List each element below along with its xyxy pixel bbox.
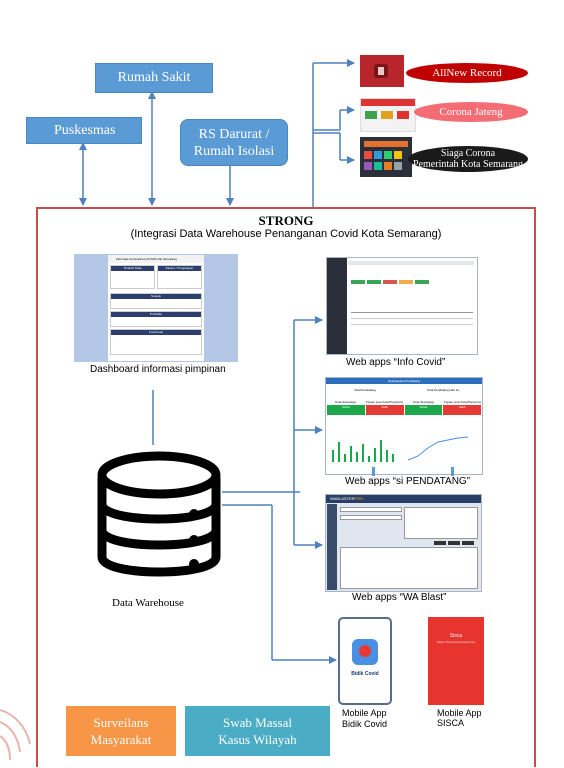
dashboard-stat-header-2: Pasien / Penginapan [158, 266, 201, 271]
corner-emblem-icon [0, 709, 31, 761]
dashboard-probable-header: Probable [111, 312, 201, 317]
pendatang-luar-2: Tujuan Luar Kota/Transit Ke [443, 400, 482, 404]
wa-blast-pro: PRO [354, 496, 364, 501]
si-pendatang-caption: Web apps “si PENDATANG” [345, 476, 471, 487]
swab-line1: Swab Massal [223, 715, 292, 730]
dashboard-header: Informasi Coronavirus (COVID-19) Semaran… [108, 255, 204, 263]
pendatang-total: Total Pendatang [354, 388, 376, 392]
pendatang-kota: Kota Semarang [335, 400, 356, 404]
wa-blast-logo: WABLASTER [330, 496, 355, 501]
rumah-sakit-box: Rumah Sakit [95, 63, 213, 93]
pendatang-total-today: Total Pendatang Hari Ini [426, 388, 460, 392]
pendatang-bar-1 [372, 467, 375, 476]
swab-massal-box: Swab Massal Kasus Wilayah [185, 706, 330, 756]
siaga-thumbnail [360, 137, 412, 177]
strong-frame [36, 207, 536, 767]
surveilans-box: Surveilans Masyarakat [66, 706, 176, 756]
puskesmas-box: Puskesmas [26, 117, 142, 144]
bidik-covid-caption: Mobile App Bidik Covid [342, 708, 387, 730]
allnew-thumbnail [360, 55, 404, 87]
dashboard-suspek-header: Suspek [111, 294, 201, 299]
allnew-record-label: AllNew Record [432, 67, 502, 79]
wa-blast-caption: Web apps “WA Blast” [352, 592, 447, 603]
corona-jateng-thumbnail [360, 98, 416, 132]
sisca-caption-line1: Mobile App [437, 708, 482, 718]
siaga-corona-pill: Siaga Corona Pemerintah Kota Semarang [408, 146, 528, 172]
strong-subtitle: (Integrasi Data Warehouse Penanganan Cov… [130, 228, 442, 240]
surveilans-line1: Surveilans [93, 715, 149, 730]
info-covid-screenshot [326, 257, 478, 355]
data-warehouse-caption: Data Warehouse [112, 597, 184, 609]
strong-title: STRONG [258, 213, 314, 228]
pendatang-sehat-1: Sehat [327, 405, 365, 415]
corona-jateng-pill: Corona Jateng [414, 102, 528, 122]
siaga-corona-sublabel: Pemerintah Kota Semarang [413, 159, 523, 170]
sisca-app-title: Sisca [449, 633, 463, 639]
swab-line2: Kasus Wilayah [218, 732, 297, 747]
bidik-covid-phone: Bidik Covid [338, 617, 392, 705]
puskesmas-label: Puskesmas [54, 122, 116, 138]
pendatang-header: Rekapitulasi Pendatang [326, 378, 482, 384]
dashboard-stat-header-1: Terakhir Data [111, 266, 154, 271]
sisca-app-tagline: Sistem Informasi Semarang Covid [437, 641, 475, 644]
pendatang-bar-2 [451, 467, 454, 476]
pendatang-line-chart [407, 436, 469, 461]
allnew-record-pill: AllNew Record [406, 63, 528, 83]
sisca-caption-line2: SISCA [437, 718, 465, 728]
pendatang-sakit-1: Sakit [365, 405, 404, 415]
sisca-phone: Sisca Sistem Informasi Semarang Covid [428, 617, 484, 705]
pendatang-sakit-2: Sakit [443, 405, 481, 415]
dashboard-caption: Dashboard informasi pimpinan [90, 364, 226, 375]
info-covid-caption: Web apps “Info Covid” [346, 357, 446, 368]
wa-blast-screenshot: WABLASTERPRO [325, 494, 482, 592]
siaga-corona-label: Siaga Corona [440, 148, 496, 159]
bidik-caption-line2: Bidik Covid [342, 719, 388, 729]
dashboard-screenshot: Informasi Coronavirus (COVID-19) Semaran… [74, 254, 238, 362]
pendatang-sehat-2: Sehat [404, 405, 443, 415]
surveilans-line2: Masyarakat [90, 732, 152, 747]
sisca-caption: Mobile App SISCA [437, 708, 482, 728]
pendatang-kota-2: Kota Semarang [413, 400, 434, 404]
rumah-sakit-label: Rumah Sakit [117, 70, 191, 85]
pendatang-bar-chart [332, 440, 394, 462]
pendatang-luar: Tujuan Luar Kota/Transit Ke [365, 400, 404, 404]
si-pendatang-screenshot: Rekapitulasi Pendatang Total Pendatang T… [325, 377, 483, 475]
rs-darurat-box: RS Darurat / Rumah Isolasi [180, 119, 288, 166]
dashboard-konfirmasi-header: Konfirmasi [111, 330, 201, 335]
bidik-covid-app-icon [352, 639, 378, 665]
corona-jateng-label: Corona Jateng [439, 106, 503, 118]
bidik-covid-app-label: Bidik Covid [351, 671, 379, 677]
bidik-caption-line1: Mobile App [342, 708, 387, 718]
database-icon [97, 451, 221, 577]
rs-darurat-label: RS Darurat / Rumah Isolasi [193, 126, 275, 159]
